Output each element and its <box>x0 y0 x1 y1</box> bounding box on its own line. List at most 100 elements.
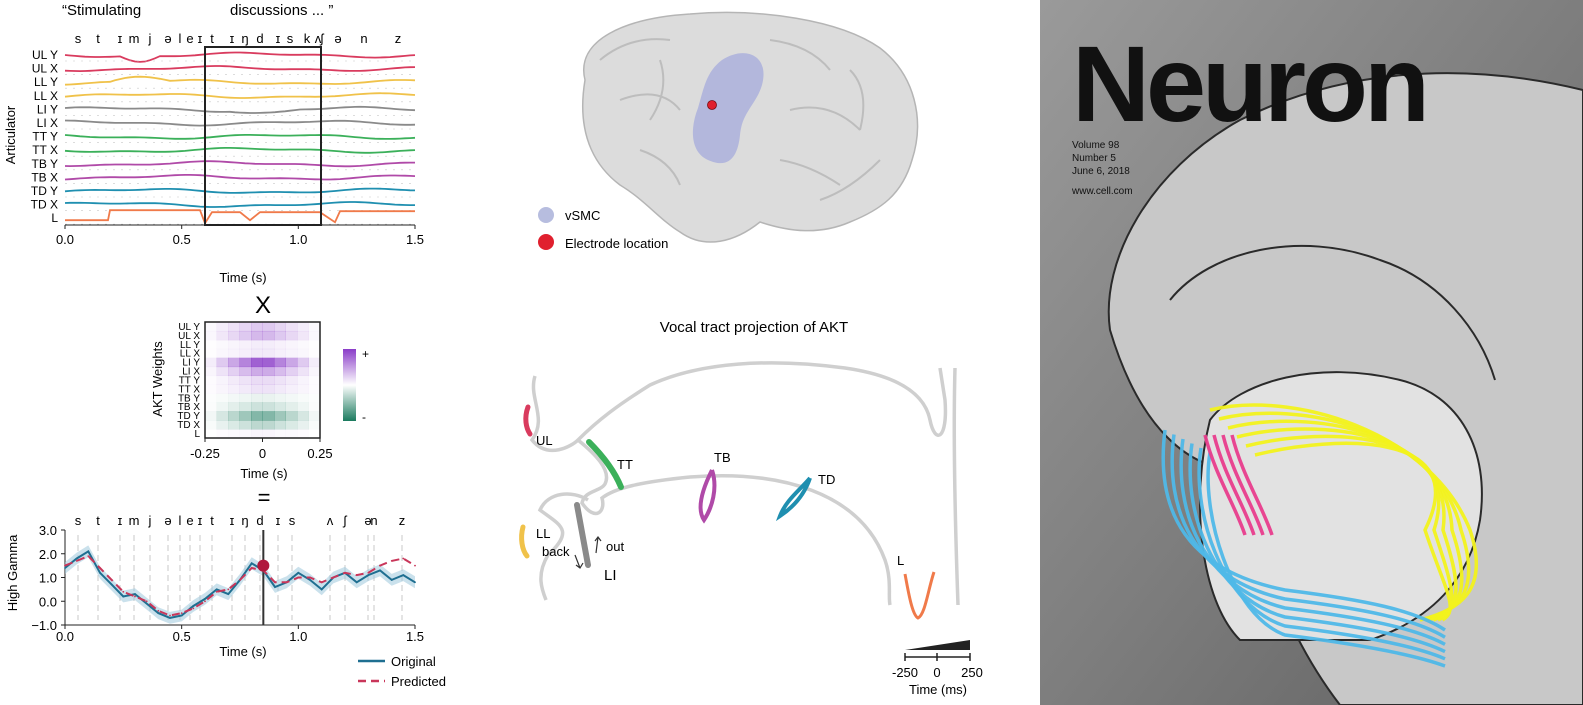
data-point <box>332 576 335 579</box>
articulator-label: LI X <box>37 116 58 130</box>
heatmap-cell <box>239 393 252 403</box>
heatmap-cell <box>217 429 229 438</box>
li-trace <box>574 502 591 568</box>
tb-trace <box>698 469 717 524</box>
heatmap-cell <box>251 393 263 403</box>
data-point <box>320 588 323 591</box>
phoneme-c: s <box>75 513 82 528</box>
data-point <box>87 550 90 553</box>
electrode-legend-label: Electrode location <box>565 236 668 251</box>
phoneme-c: d <box>256 513 263 528</box>
blue-loop <box>1197 447 1446 661</box>
tb-label: TB <box>714 450 731 465</box>
heatmap-row-labels: UL YUL XLL YLL XLI YLI XTT YTT XTB YTB X… <box>177 322 200 440</box>
electrode-legend-swatch <box>538 234 554 250</box>
journal-cover: Neuron Volume 98 Number 5 June 6, 2018 w… <box>1040 0 1583 705</box>
cover-articulator-loops <box>1161 403 1478 668</box>
data-point <box>145 600 148 603</box>
heatmap-cell <box>297 411 309 421</box>
panel-b: X AKT Weights UL YUL XLL YLL XLI YLI XTT… <box>150 292 369 510</box>
vsmc-legend-swatch <box>538 207 554 223</box>
data-point <box>122 595 125 598</box>
heatmap-cell <box>297 375 309 385</box>
phoneme-a: k <box>304 31 311 46</box>
data-point <box>99 571 101 574</box>
phoneme-c: t <box>96 513 100 528</box>
articulator-trace <box>64 201 415 208</box>
data-point <box>204 598 206 600</box>
heatmap-cell <box>240 429 252 438</box>
x-tick-label-a: 0.0 <box>56 232 74 247</box>
articulator-trace <box>64 160 415 168</box>
phoneme-c: t <box>210 513 214 528</box>
heatmap-cell <box>286 429 298 438</box>
back-arrow-icon <box>574 554 584 569</box>
data-point <box>64 564 66 567</box>
data-point <box>180 612 183 614</box>
phoneme-a: ɪ <box>118 31 123 46</box>
heatmap-cell <box>205 376 217 385</box>
heatmap-row-label: TB Y <box>178 393 200 404</box>
heatmap-cell <box>239 339 252 350</box>
data-point <box>110 583 113 586</box>
colorbar-plus: + <box>362 347 369 361</box>
heatmap-row-label: LI X <box>182 367 200 378</box>
phoneme-c: ɪ <box>276 513 281 528</box>
heatmap-cell <box>309 420 321 429</box>
heatmap-cell <box>216 322 229 332</box>
data-point <box>87 555 90 557</box>
time-tick-250: 250 <box>961 665 983 680</box>
heatmap-cell <box>228 366 240 377</box>
phoneme-a: ɪ <box>230 31 235 46</box>
heatmap-cell <box>216 420 229 430</box>
data-point <box>145 602 148 605</box>
time-ms-label: Time (ms) <box>909 682 967 697</box>
heatmap-cell <box>297 348 309 359</box>
brain-surface <box>581 11 919 243</box>
vsmc-legend-label: vSMC <box>565 208 600 223</box>
l-label: L <box>897 553 904 568</box>
heatmap-cell <box>297 330 309 341</box>
articulator-trace <box>64 147 416 154</box>
tt-label: TT <box>617 457 633 472</box>
heatmap-cell <box>228 322 240 332</box>
heatmap-cell <box>274 402 286 412</box>
heatmap-cell <box>297 429 309 438</box>
y-tick-label-c: 2.0 <box>39 547 57 562</box>
data-point <box>367 571 370 574</box>
data-point <box>367 574 370 576</box>
phoneme-a: ə <box>334 31 341 46</box>
heatmap-cell <box>285 384 298 394</box>
heatmap-cell <box>308 366 321 377</box>
colorbar <box>343 349 356 421</box>
brain-panel: vSMC Electrode location <box>538 11 919 251</box>
heatmap-cell <box>274 429 286 438</box>
data-point <box>344 571 346 574</box>
cover-date: June 6, 2018 <box>1072 166 1130 177</box>
y-tick-label-c: 0.0 <box>39 594 57 609</box>
heatmap-cell <box>239 384 252 394</box>
heatmap-cell <box>285 339 298 350</box>
heatmap-cell <box>205 420 217 429</box>
ll-label: LL <box>536 526 550 541</box>
heatmap-cell <box>309 384 321 393</box>
data-point <box>297 576 300 579</box>
data-point <box>169 617 171 619</box>
ul-trace <box>523 404 533 437</box>
yellow-loop <box>1236 427 1458 622</box>
heatmap-cell <box>285 402 298 412</box>
out-arrow-icon <box>594 536 602 554</box>
data-point <box>285 581 288 584</box>
x-axis-label-a: Time (s) <box>219 270 266 285</box>
heatmap-cell <box>228 330 240 341</box>
articulator-trace <box>64 174 416 181</box>
current-time-marker <box>257 559 270 572</box>
data-point <box>390 560 393 562</box>
phoneme-a: l <box>179 31 182 46</box>
yellow-loop <box>1254 441 1452 622</box>
heatmap-cell <box>239 402 252 412</box>
data-point <box>414 581 416 584</box>
heatmap-cell <box>216 357 229 368</box>
